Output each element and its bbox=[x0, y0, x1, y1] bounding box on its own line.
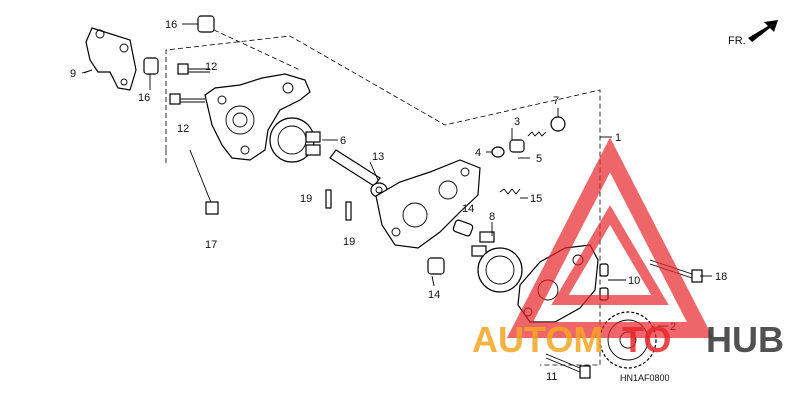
pump-cover-upper bbox=[204, 73, 311, 161]
relief-valve bbox=[491, 116, 566, 158]
callout-5: 5 bbox=[536, 153, 542, 165]
rotor-set-8 bbox=[471, 231, 523, 293]
bolt-12b bbox=[169, 93, 205, 105]
callout-15: 15 bbox=[530, 193, 542, 205]
watermark-text-hub: HUB bbox=[706, 319, 784, 360]
pin-19b bbox=[345, 201, 352, 221]
callout-16a: 16 bbox=[165, 19, 177, 31]
watermark-text-to: TO bbox=[622, 319, 671, 360]
callout-14a: 14 bbox=[462, 203, 474, 215]
callout-19a: 19 bbox=[300, 193, 312, 205]
callout-16b: 16 bbox=[138, 92, 150, 104]
callout-17: 17 bbox=[205, 239, 217, 251]
dowel-sleeve-16a bbox=[182, 15, 301, 71]
callout-4: 4 bbox=[475, 147, 481, 159]
callout-6: 6 bbox=[340, 135, 346, 147]
assembly-boundary bbox=[165, 35, 601, 366]
pump-body-middle bbox=[375, 159, 481, 249]
bolt-12a bbox=[177, 63, 210, 75]
callout-9: 9 bbox=[70, 68, 76, 80]
callout-3: 3 bbox=[514, 116, 520, 128]
watermark-logo bbox=[506, 137, 714, 338]
callout-1: 1 bbox=[615, 132, 621, 144]
callout-19b: 19 bbox=[343, 236, 355, 248]
callout-7: 7 bbox=[553, 95, 559, 107]
watermark-text: AUTOM TO HUB bbox=[472, 319, 784, 360]
bracket-part-9 bbox=[83, 27, 137, 91]
callout-18: 18 bbox=[715, 271, 727, 283]
rotor-set-6 bbox=[269, 117, 338, 163]
callout-12b: 12 bbox=[177, 123, 189, 135]
figure-code: HN1AF0800 bbox=[620, 373, 670, 383]
front-direction-arrow: FR. bbox=[728, 20, 778, 47]
spring-15 bbox=[499, 188, 521, 195]
watermark-text-auto: AUTOM bbox=[472, 319, 603, 360]
callout-13: 13 bbox=[372, 151, 384, 163]
callout-11: 11 bbox=[546, 371, 557, 383]
dowel-pins-10 bbox=[599, 263, 609, 301]
pin-19a bbox=[325, 189, 332, 209]
callout-12a: 12 bbox=[205, 61, 217, 73]
pump-shaft bbox=[329, 149, 388, 198]
sleeve-14a bbox=[452, 219, 474, 237]
bolt-11 bbox=[545, 353, 591, 379]
front-label: FR. bbox=[728, 35, 746, 47]
callout-labels: 1 2 3 4 5 6 7 8 9 10 11 12 12 13 14 14 1… bbox=[70, 19, 727, 383]
bolt-17 bbox=[189, 149, 219, 215]
dowel-sleeve-16b bbox=[143, 57, 159, 90]
sleeve-14b bbox=[427, 257, 445, 275]
callout-8: 8 bbox=[489, 211, 495, 223]
callout-14b: 14 bbox=[428, 289, 440, 301]
callout-10: 10 bbox=[628, 275, 640, 287]
